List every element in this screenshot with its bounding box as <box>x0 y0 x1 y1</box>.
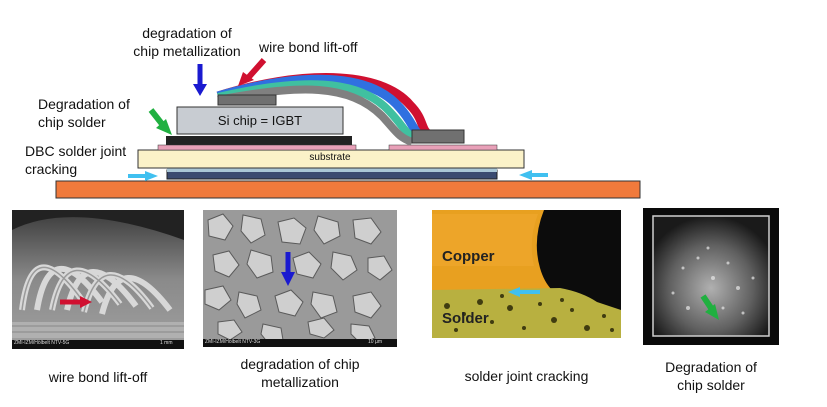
wire-bond-gray <box>217 85 414 146</box>
wire-bond-sem-image <box>12 210 184 349</box>
cross-section-drawing <box>55 58 641 199</box>
chip-solder-layer <box>166 136 352 146</box>
chip-label: Si chip = IGBT <box>217 113 303 128</box>
sem-footer-2: ZMI-IZM/Hölbelt NTV-3G <box>205 339 261 345</box>
callout-wire-bond: wire bond lift-off <box>259 39 358 55</box>
cyan-arrow-right <box>519 170 548 180</box>
top-copper-pad <box>157 144 357 151</box>
blue-arrow-photo <box>281 252 295 286</box>
caption-wire-bond: wire bond lift-off <box>48 369 148 385</box>
sem-scale-1: 1 mm <box>160 340 173 346</box>
si-chip <box>176 106 344 135</box>
chip-solder-xray-image <box>643 208 779 345</box>
callout-metallization: degradation of chip metallization <box>133 25 241 59</box>
callout-chip-solder: Degradation of chip solder <box>38 96 130 130</box>
caption-chip-solder: Degradation of chip solder <box>665 359 757 393</box>
baseplate <box>55 180 641 199</box>
cyan-arrow-photo <box>508 287 540 297</box>
solder-label: Solder <box>442 310 489 327</box>
wire-bond-foot-right <box>411 129 465 144</box>
package-cross-section-diagram: degradation of chip metallization wire b… <box>25 25 641 199</box>
solder-joint-image <box>432 210 621 338</box>
callout-dbc-solder: DBC solder joint cracking <box>25 143 127 177</box>
photo-solder-joint: Copper Solder <box>432 210 621 338</box>
red-arrow-wire-bond <box>238 58 267 86</box>
copper-label: Copper <box>442 248 495 265</box>
caption-solder-joint: solder joint cracking <box>464 368 589 384</box>
wire-bond-foot-left <box>217 94 277 106</box>
sem-footer-1: ZMI-IZM/Hölbelt NTV-5G <box>14 340 70 346</box>
green-arrow-chip-solder <box>148 108 172 135</box>
substrate-label: substrate <box>309 152 351 163</box>
wire-bond-green <box>217 80 420 144</box>
dbc-copper-bottom <box>167 168 497 172</box>
metallization-sem-image <box>203 210 397 347</box>
photo-wire-bond-sem: ZMI-IZM/Hölbelt NTV-5G 1 mm <box>12 210 184 349</box>
photo-chip-solder-xray <box>643 208 779 345</box>
blue-arrow-metallization <box>193 64 207 96</box>
red-arrow-photo <box>60 296 92 308</box>
sem-scale-2: 10 µm <box>368 339 382 345</box>
green-arrow-photo <box>700 294 719 320</box>
photo-metallization-sem: ZMI-IZM/Hölbelt NTV-3G 10 µm <box>203 210 397 347</box>
right-copper-pad <box>388 144 498 151</box>
caption-metallization: degradation of chip metallization <box>240 356 360 390</box>
cyan-arrow-left <box>128 171 158 181</box>
